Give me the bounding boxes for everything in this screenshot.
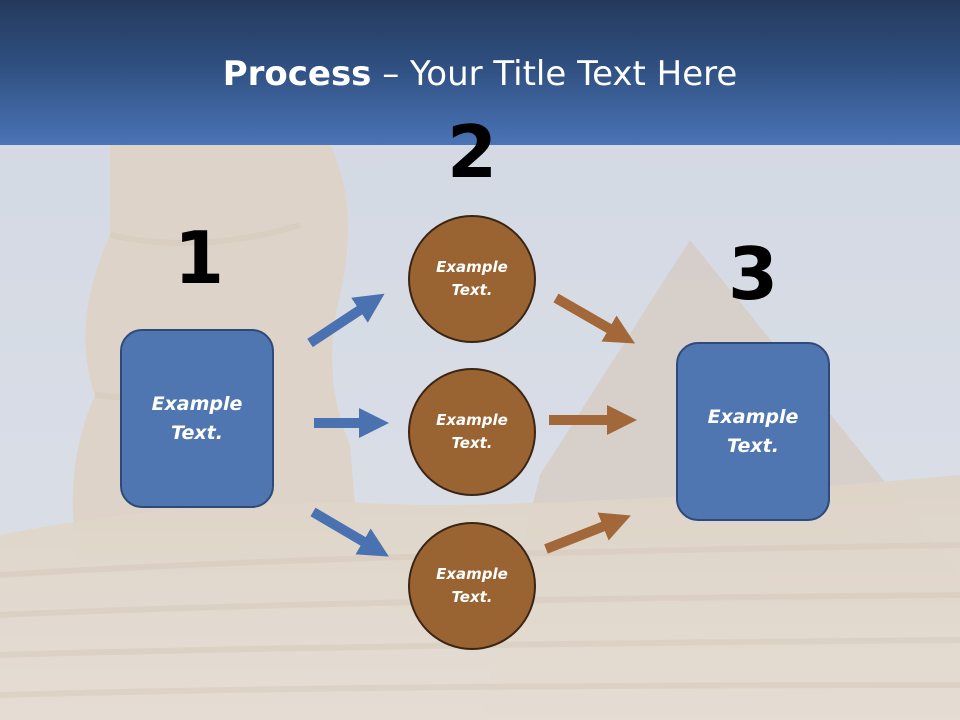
circle-bottom-line1: Example [436, 565, 508, 583]
title-bold: Process [222, 54, 372, 94]
circle-middle-line2: Text. [451, 434, 493, 452]
title-rest: – Your Title Text Here [371, 54, 738, 94]
right-box-line2: Text. [727, 434, 779, 457]
step-number-3: 3 [727, 232, 779, 316]
circle-middle-line1: Example [436, 411, 508, 429]
circle-middle: Example Text. [408, 368, 536, 496]
left-box-line2: Text. [171, 421, 223, 444]
slide-title: Process – Your Title Text Here [0, 52, 960, 96]
left-box: Example Text. [120, 329, 274, 508]
header-band [0, 0, 960, 145]
circle-top-line2: Text. [451, 281, 493, 299]
right-box: Example Text. [676, 342, 830, 521]
circle-bottom: Example Text. [408, 522, 536, 650]
right-box-text: Example Text. [693, 403, 813, 461]
circle-bottom-line2: Text. [451, 588, 493, 606]
left-box-line1: Example [151, 392, 243, 415]
left-box-text: Example Text. [137, 390, 257, 448]
circle-top-line1: Example [436, 258, 508, 276]
step-number-1: 1 [173, 216, 225, 300]
right-box-line1: Example [707, 405, 799, 428]
circle-top: Example Text. [408, 215, 536, 343]
step-number-2: 2 [446, 110, 498, 194]
